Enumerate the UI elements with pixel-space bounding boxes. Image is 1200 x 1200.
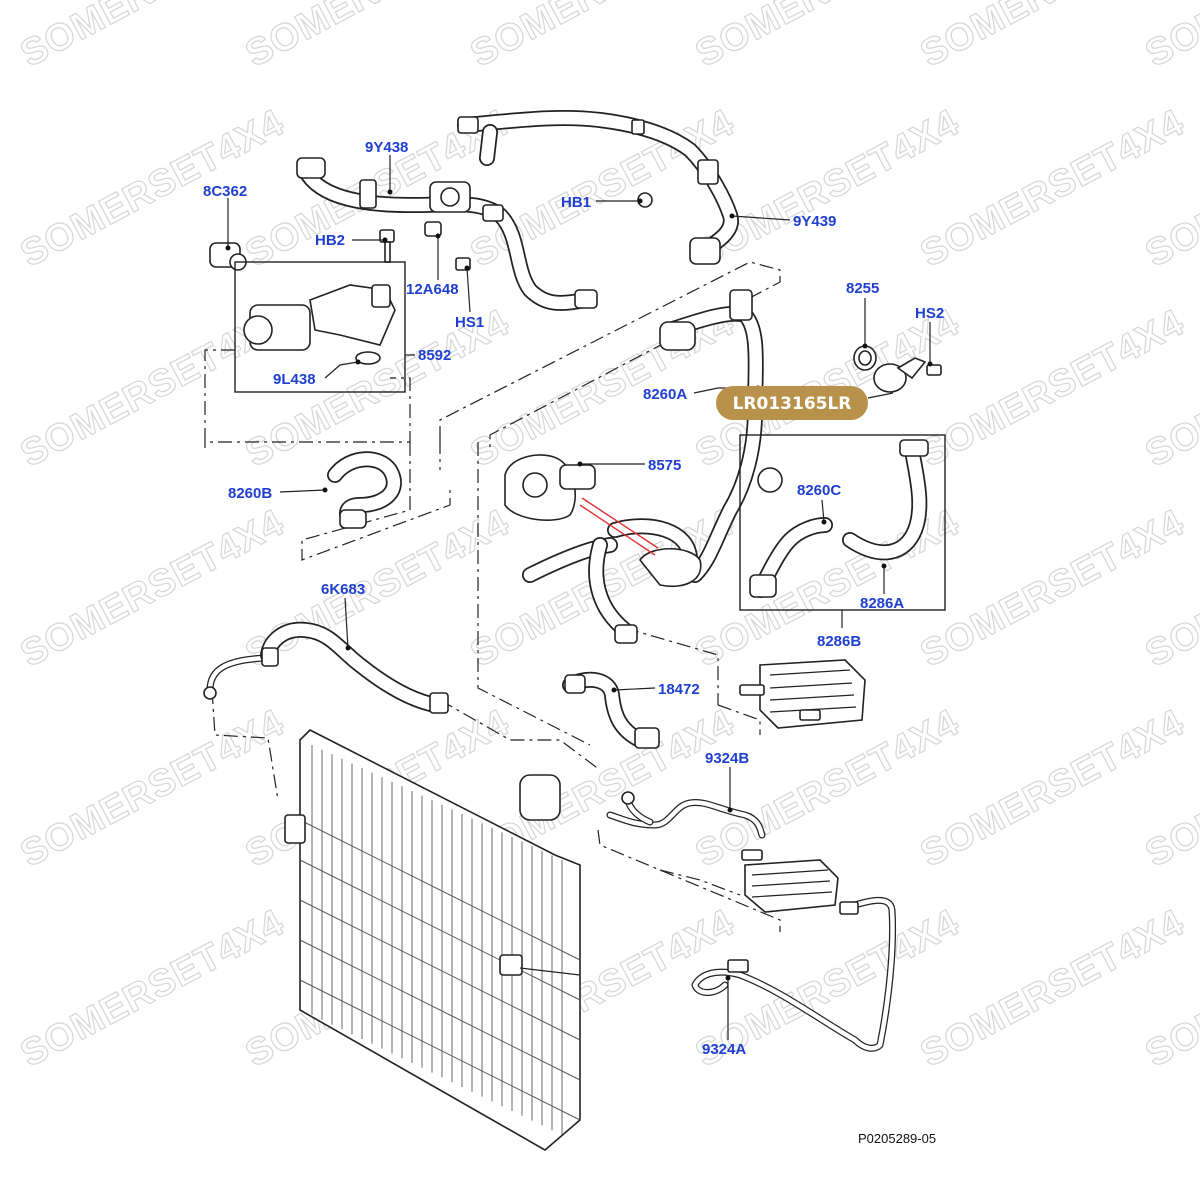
part-label-12a648: 12A648: [406, 281, 459, 298]
outlet-8255-hs2: [853, 345, 942, 393]
part-label-18472: 18472: [658, 681, 700, 698]
hose-18472: [562, 671, 660, 749]
radiator-tube: [299, 979, 581, 1121]
part-label-8286b: 8286B: [817, 633, 861, 650]
part-label-8c362: 8C362: [203, 183, 247, 200]
part-label-8575: 8575: [648, 457, 681, 474]
part-label-hb2: HB2: [315, 232, 345, 249]
part-label-8286a: 8286A: [860, 595, 904, 612]
oil-cooler-lower: [741, 849, 839, 913]
hose-6k683: [203, 621, 449, 714]
part-label-9y438: 9Y438: [365, 139, 408, 156]
part-label-9l438: 9L438: [273, 371, 316, 388]
part-label-8260c: 8260C: [797, 482, 841, 499]
dashed-group-outlines: [204, 261, 781, 932]
highlight-badge-text: LR013165LR: [733, 394, 852, 414]
part-label-8255: 8255: [846, 280, 879, 297]
part-label-9324a: 9324A: [702, 1041, 746, 1058]
figure-reference: P0205289-05: [858, 1131, 936, 1146]
part-label-hs1: HS1: [455, 314, 484, 331]
radiator-tube: [299, 939, 581, 1081]
part-labels: 9Y438 8C362 HB2 12A648 HS1 8592 9L438 HB…: [203, 139, 944, 1058]
radiator-tube: [299, 819, 581, 961]
pipe-9324b: [606, 791, 766, 839]
part-label-6k683: 6K683: [321, 581, 365, 598]
part-label-9y439: 9Y439: [793, 213, 836, 230]
oil-cooler-upper: [739, 659, 866, 729]
highlight-badge[interactable]: LR013165LR: [716, 386, 868, 420]
watermark-text: SOMERSET4X4: [1139, 0, 1200, 76]
highlight-badge-background: [716, 386, 868, 420]
radiator-tube: [299, 899, 581, 1041]
hose-8260b: [327, 451, 402, 529]
part-label-hb1: HB1: [561, 194, 591, 211]
hose-9y438: [296, 157, 598, 311]
thermostat-housing-8592: [234, 261, 406, 393]
oil-cooler-hoses-8286b: [739, 434, 946, 611]
part-label-hs2: HS2: [915, 305, 944, 322]
part-label-8260a: 8260A: [643, 386, 687, 403]
radiator-tube: [299, 859, 581, 1001]
part-label-9324b: 9324B: [705, 750, 749, 767]
part-label-8592: 8592: [418, 347, 451, 364]
part-label-8260b: 8260B: [228, 485, 272, 502]
radiator: [284, 729, 581, 1151]
pipe-9324a: [691, 896, 896, 1052]
water-pump-8575: [504, 454, 702, 644]
hose-9y439: [457, 109, 739, 265]
